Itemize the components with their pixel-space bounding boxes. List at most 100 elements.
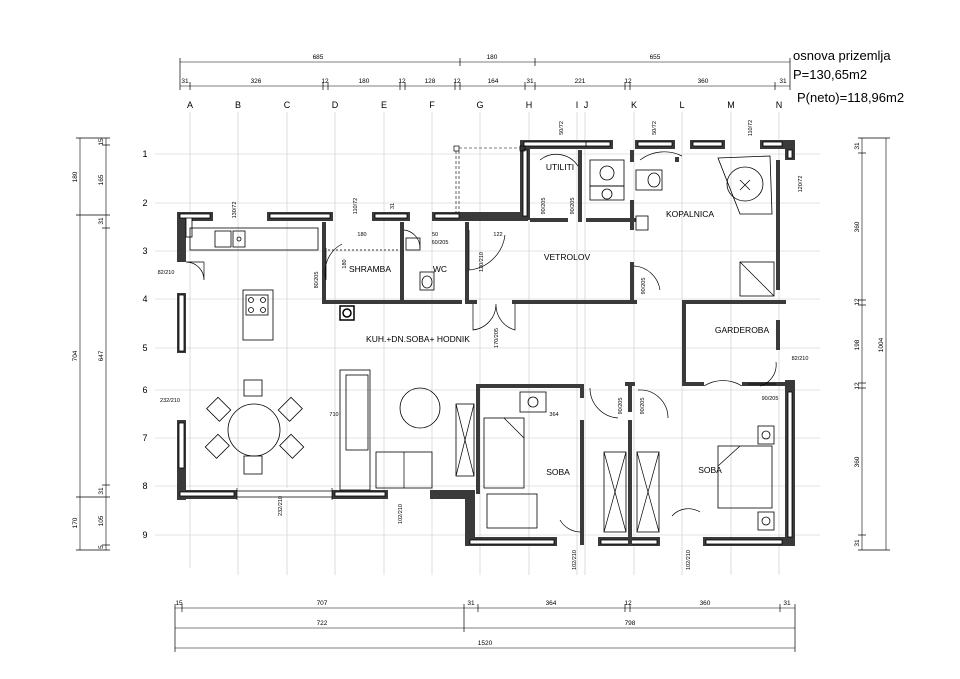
room-kopalnica: KOPALNICA (666, 209, 714, 219)
windows (178, 141, 793, 545)
dim-lo-2: 170 (72, 517, 79, 528)
label-shramba-width: 180 (357, 232, 366, 238)
label-window-top-4: 120/72 (798, 176, 804, 193)
room-soba-2: SOBA (698, 465, 722, 475)
dim-bd-2: 31 (467, 600, 475, 607)
dim-ld-3: 647 (98, 350, 105, 361)
grid-col-c: C (284, 100, 291, 110)
dim-bm-1: 798 (625, 620, 636, 627)
label-living-width: 710 (329, 412, 338, 418)
grid-col-k: K (631, 100, 637, 110)
grid-col-b: B (235, 100, 241, 110)
label-shramba-height: 180 (342, 259, 348, 268)
grid-col-n: N (776, 100, 783, 110)
label-window-kitchen: 130/72 (232, 202, 238, 219)
interior-walls (322, 150, 786, 545)
label-door-utiliti: 90/205 (570, 198, 576, 215)
label-door-soba-1: 90/205 (618, 398, 624, 415)
grid-row-7: 7 (142, 433, 147, 443)
label-window-top-1: 50/72 (559, 121, 565, 135)
exterior-walls (177, 140, 795, 546)
grid-col-g: G (476, 100, 483, 110)
room-soba-1: SOBA (546, 467, 570, 477)
grid-col-j: J (584, 100, 589, 110)
room-wc: WC (433, 264, 447, 274)
label-window-small: 110/72 (353, 198, 359, 214)
bottom-dimensions (174, 604, 796, 652)
dim-bd-0: 15 (175, 600, 183, 607)
label-vetrolov-width: 122 (493, 232, 502, 238)
left-dimensions (76, 137, 110, 551)
dim-rd-4: 12 (854, 382, 861, 390)
grid-row-1: 1 (142, 149, 147, 159)
gross-area: P=130,65m2 (793, 67, 868, 82)
room-vetrolov: VETROLOV (544, 252, 591, 262)
label-window-top-3: 110/72 (748, 120, 754, 136)
dim-right-total: 1004 (878, 337, 885, 352)
dim-td-0: 31 (181, 78, 189, 85)
label-window-garderoba: 82/210 (792, 356, 809, 362)
dim-rd-6: 31 (854, 539, 861, 547)
entry-canopy (453, 145, 526, 213)
grid-row-8: 8 (142, 481, 147, 491)
room-shramba: SHRAMBA (349, 264, 391, 274)
dim-td-12: 31 (779, 78, 787, 85)
dim-td-5: 128 (425, 78, 436, 85)
dim-rd-5: 360 (854, 456, 861, 467)
label-window-wc: 50 (432, 232, 438, 238)
label-window-bottom-2: 102/210 (572, 550, 578, 570)
grid-col-h: H (526, 100, 533, 110)
doors (185, 151, 777, 533)
label-soba-width: 364 (549, 412, 558, 418)
grid-col-l: L (679, 100, 684, 110)
dim-ld-5: 105 (98, 515, 105, 526)
grid-row-6: 6 (142, 385, 147, 395)
room-utiliti: UTILITI (546, 162, 574, 172)
grid-row-2: 2 (142, 198, 147, 208)
dim-rd-2: 12 (854, 298, 861, 306)
dim-td-4: 12 (398, 78, 406, 85)
label-door-utiliti-2: 90/205 (541, 198, 547, 215)
label-window-living: 82/210 (158, 270, 175, 276)
grid-col-d: D (332, 100, 339, 110)
label-door-garderoba: 90/205 (762, 396, 779, 402)
dim-bd-1: 707 (317, 600, 328, 607)
dim-total: 1520 (478, 640, 493, 647)
dim-ld-0: 15 (98, 138, 105, 146)
right-dimensions (858, 137, 890, 551)
label-window-living-bottom: 232/210 (278, 496, 284, 516)
grid-col-e: E (381, 100, 387, 110)
label-door-soba-2: 90/205 (640, 398, 646, 415)
grid-col-a: A (187, 100, 193, 110)
dim-td-3: 180 (359, 78, 370, 85)
dim-td-11: 360 (698, 78, 709, 85)
dim-td-6: 12 (453, 78, 461, 85)
dim-ld-1: 165 (98, 174, 105, 185)
net-area: P(neto)=118,96m2 (797, 90, 905, 105)
grid-row-9: 9 (142, 530, 147, 540)
grid-row-3: 3 (142, 246, 147, 256)
dim-bd-3: 364 (546, 600, 557, 607)
dim-ld-2: 31 (98, 217, 105, 225)
grid-lines (155, 112, 820, 575)
dim-top-1: 685 (313, 54, 324, 61)
grid-col-f: F (429, 100, 435, 110)
label-window-dining: 232/210 (160, 398, 180, 404)
dim-rd-0: 31 (854, 142, 861, 150)
dim-bd-5: 360 (700, 600, 711, 607)
dim-bd-6: 31 (783, 600, 791, 607)
dim-td-2: 12 (321, 78, 329, 85)
label-window-bottom-1: 102/210 (398, 504, 404, 524)
dim-bm-0: 722 (317, 620, 328, 627)
dim-td-10: 12 (624, 78, 632, 85)
label-window-small-2: 31 (390, 203, 396, 209)
dim-td-9: 221 (575, 78, 586, 85)
dim-lo-0: 180 (72, 171, 79, 182)
grid-row-4: 4 (142, 294, 147, 304)
label-window-top-2: 50/72 (652, 121, 658, 135)
room-kuh-dn-soba-hodnik: KUH.+DN.SOBA+ HODNIK (366, 334, 470, 344)
label-door-wc: 60/205 (432, 240, 449, 246)
top-dimensions (179, 58, 791, 90)
room-garderoba: GARDEROBA (715, 325, 770, 335)
